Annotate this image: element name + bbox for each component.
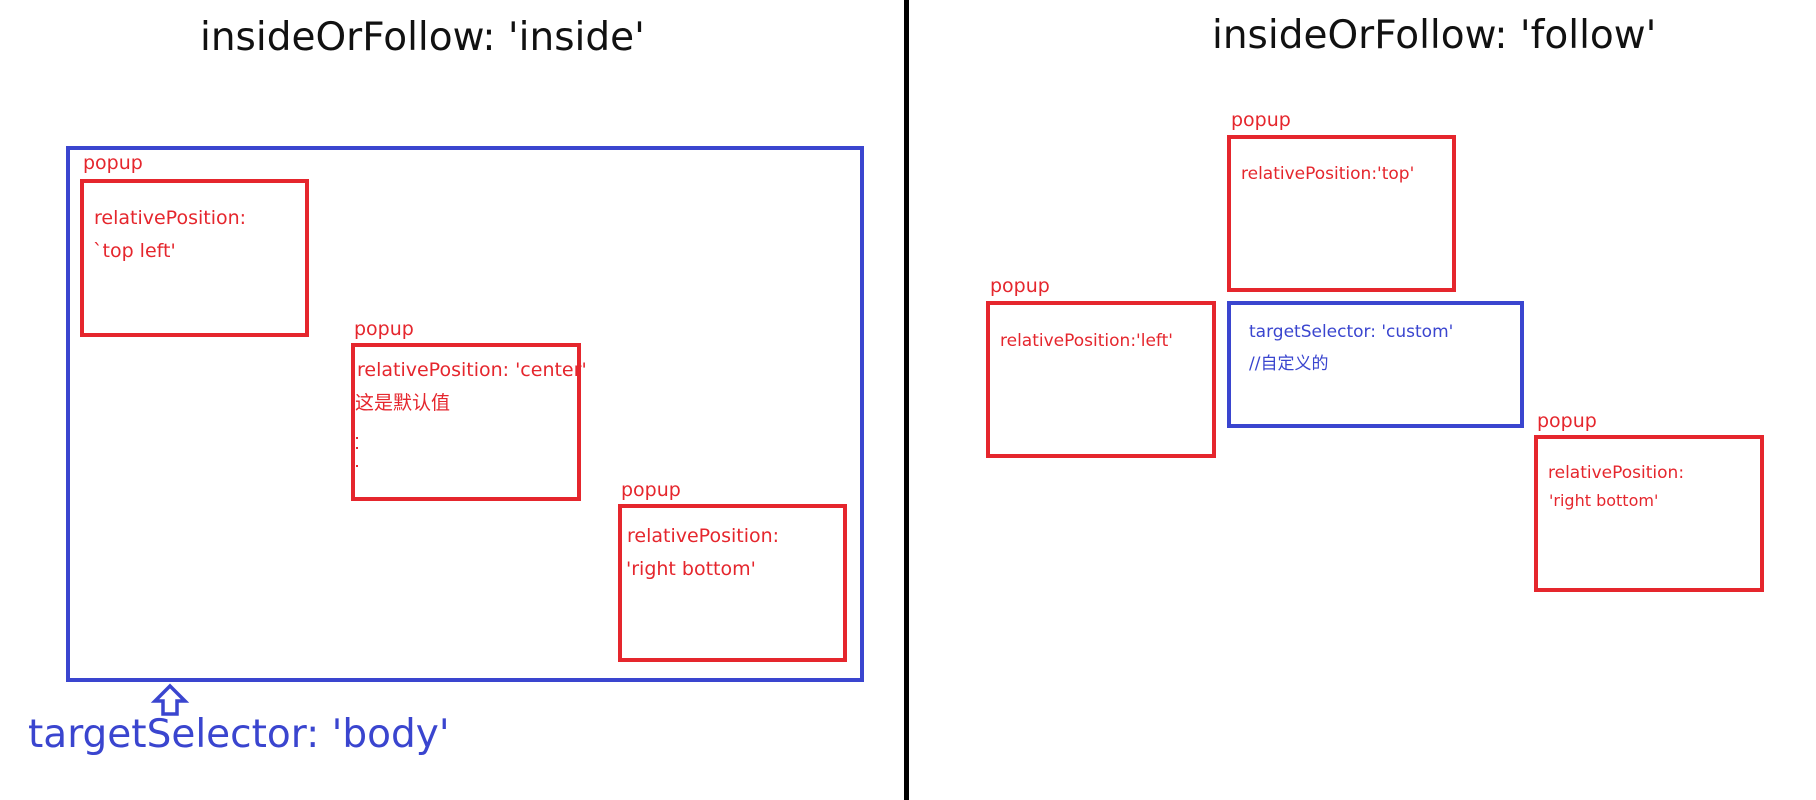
popup-left-line1: relativePosition:'left' [1000, 331, 1173, 351]
popup-box-center [351, 343, 581, 501]
popup-right-bottom-line1: relativePosition: [627, 525, 780, 547]
popup-box-left [986, 301, 1216, 458]
up-arrow-icon [150, 683, 190, 716]
popup-tag-center: popup [354, 318, 414, 340]
popup-box-follow-right-bottom [1534, 435, 1764, 592]
popup-follow-right-bottom-line2: 'right bottom' [1549, 491, 1659, 510]
popup-tag-right-bottom: popup [621, 479, 681, 501]
popup-right-bottom-line2: 'right bottom' [626, 558, 756, 580]
popup-box-right-bottom [618, 504, 847, 662]
popup-tag-top-left: popup [83, 152, 143, 174]
popup-tag-follow-right-bottom: popup [1537, 410, 1597, 432]
popup-top-left-line1: relativePosition: [94, 207, 247, 229]
popup-box-top [1227, 135, 1456, 292]
body-target-label: targetSelector: 'body' [28, 712, 450, 757]
custom-target-line2: //自定义的 [1249, 354, 1329, 374]
popup-tag-top: popup [1231, 109, 1291, 131]
panel-divider [904, 0, 909, 800]
center-dot-2 [356, 447, 358, 449]
popup-center-line1: relativePosition: 'center' [357, 359, 587, 381]
popup-follow-right-bottom-line1: relativePosition: [1548, 463, 1685, 483]
popup-top-line1: relativePosition:'top' [1241, 164, 1415, 184]
custom-target-box [1227, 301, 1524, 428]
popup-top-left-line2: `top left' [93, 240, 176, 262]
body-target-box [66, 146, 864, 682]
center-dot-1 [356, 437, 358, 439]
popup-tag-left: popup [990, 275, 1050, 297]
inside-heading: insideOrFollow: 'inside' [200, 15, 645, 60]
custom-target-line1: targetSelector: 'custom' [1249, 322, 1454, 342]
follow-heading: insideOrFollow: 'follow' [1212, 13, 1657, 58]
popup-center-line2: 这是默认值 [355, 392, 451, 414]
popup-box-top-left [80, 179, 309, 337]
center-dot-3 [356, 465, 358, 467]
